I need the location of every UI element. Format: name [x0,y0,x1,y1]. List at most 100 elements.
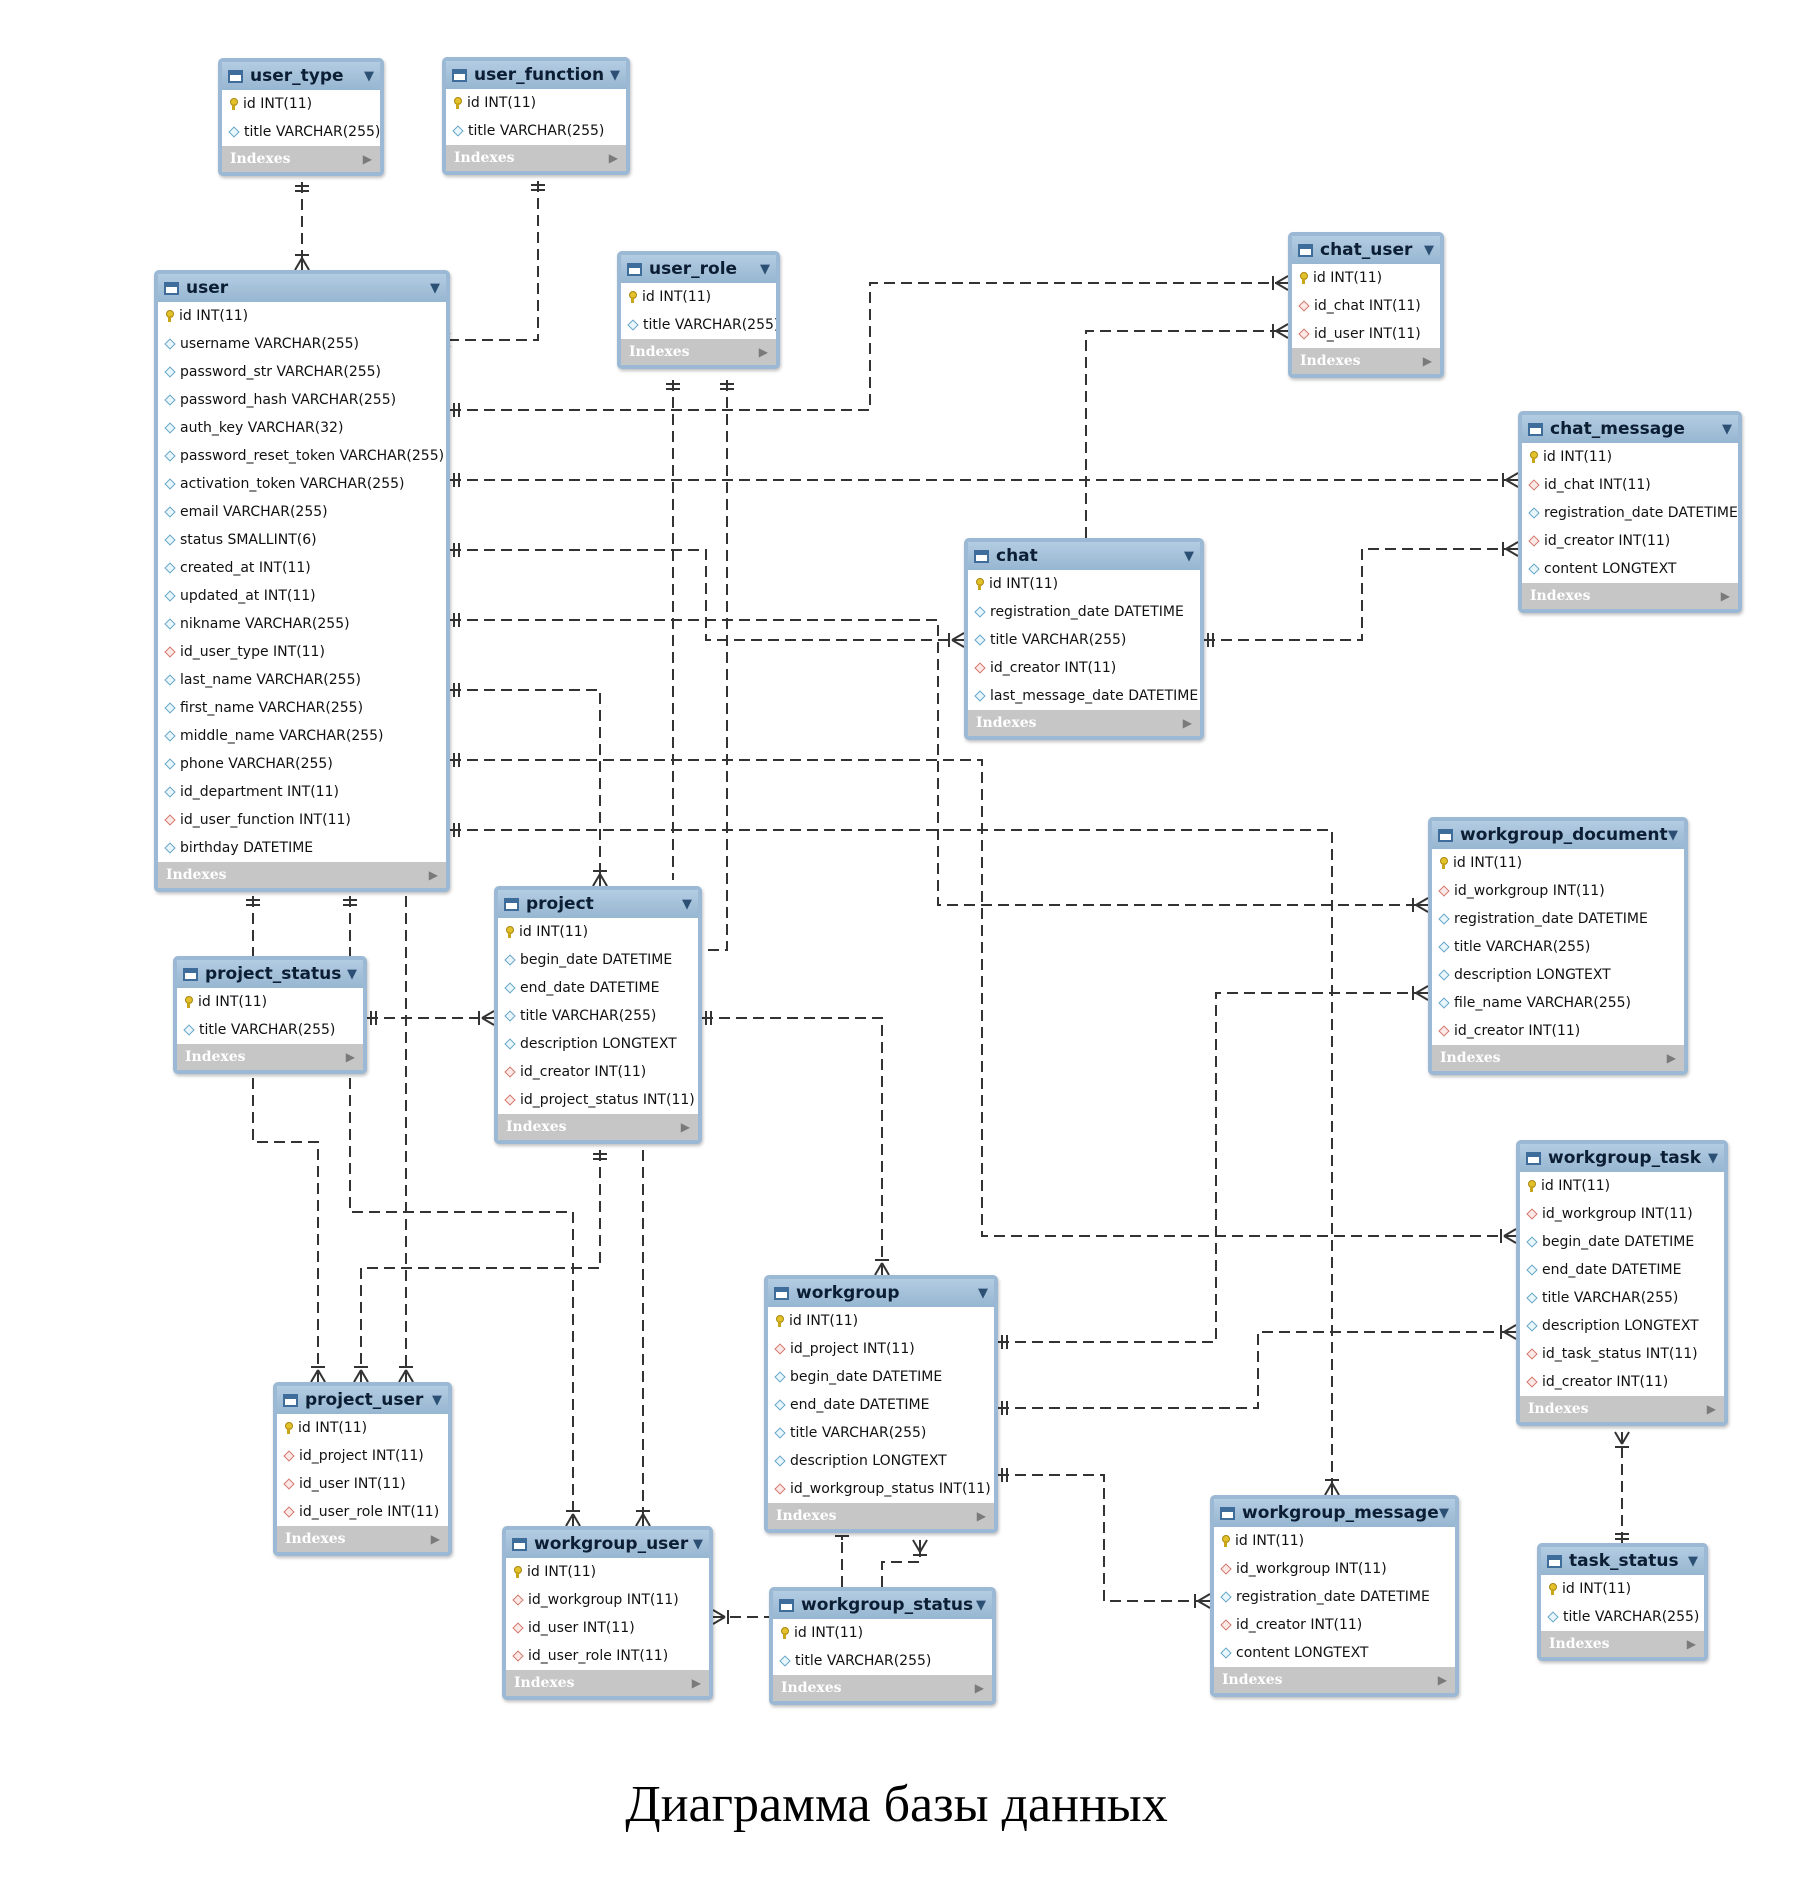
collapse-arrow-icon[interactable]: ▼ [347,966,357,982]
foreign-key-diamond-icon [1526,1376,1538,1388]
indexes-section[interactable]: Indexes▶ [968,710,1200,736]
indexes-section[interactable]: Indexes▶ [506,1670,709,1696]
expand-arrow-icon[interactable]: ▶ [680,1120,690,1134]
collapse-arrow-icon[interactable]: ▼ [1439,1505,1449,1521]
expand-arrow-icon[interactable]: ▶ [1666,1051,1676,1065]
expand-arrow-icon[interactable]: ▶ [1182,716,1192,730]
table-header[interactable]: user_type▼ [222,62,380,90]
table-header[interactable]: project_user▼ [277,1386,448,1414]
table-header[interactable]: workgroup_document▼ [1432,821,1684,849]
table-task-status[interactable]: task_status▼id INT(11)title VARCHAR(255)… [1537,1543,1708,1661]
collapse-arrow-icon[interactable]: ▼ [1668,827,1678,843]
collapse-arrow-icon[interactable]: ▼ [1722,421,1732,437]
indexes-section[interactable]: Indexes▶ [1541,1631,1704,1657]
expand-arrow-icon[interactable]: ▶ [430,1532,440,1546]
indexes-section[interactable]: Indexes▶ [1432,1045,1684,1071]
collapse-arrow-icon[interactable]: ▼ [693,1536,703,1552]
table-workgroup-user[interactable]: workgroup_user▼id INT(11)id_workgroup IN… [502,1526,713,1700]
table-chat[interactable]: chat▼id INT(11)registration_date DATETIM… [964,538,1204,740]
table-header[interactable]: user_role▼ [621,255,776,283]
collapse-arrow-icon[interactable]: ▼ [364,68,374,84]
many-marker [1503,1331,1517,1340]
expand-arrow-icon[interactable]: ▶ [1422,354,1432,368]
table-header[interactable]: user▼ [158,274,446,302]
collapse-arrow-icon[interactable]: ▼ [682,896,692,912]
expand-arrow-icon[interactable]: ▶ [974,1681,984,1695]
indexes-section[interactable]: Indexes▶ [768,1503,994,1529]
collapse-arrow-icon[interactable]: ▼ [1184,548,1194,564]
column-label: id INT(11) [794,1625,864,1641]
indexes-section[interactable]: Indexes▶ [446,145,626,171]
collapse-arrow-icon[interactable]: ▼ [976,1597,986,1613]
primary-key-icon [283,1422,293,1434]
table-header[interactable]: chat_user▼ [1292,236,1440,264]
table-header[interactable]: workgroup_user▼ [506,1530,709,1558]
expand-arrow-icon[interactable]: ▶ [345,1050,355,1064]
table-header[interactable]: project▼ [498,890,698,918]
collapse-arrow-icon[interactable]: ▼ [978,1285,988,1301]
table-header[interactable]: task_status▼ [1541,1547,1704,1575]
column-row: registration_date DATETIME [1522,499,1738,527]
table-user-role[interactable]: user_role▼id INT(11)title VARCHAR(255)In… [617,251,780,369]
table-header[interactable]: project_status▼ [177,960,363,988]
indexes-section[interactable]: Indexes▶ [1292,348,1440,374]
collapse-arrow-icon[interactable]: ▼ [610,67,620,83]
table-header[interactable]: chat▼ [968,542,1200,570]
collapse-arrow-icon[interactable]: ▼ [1424,242,1434,258]
indexes-section[interactable]: Indexes▶ [498,1114,698,1140]
table-header[interactable]: user_function▼ [446,61,626,89]
collapse-arrow-icon[interactable]: ▼ [760,261,770,277]
expand-arrow-icon[interactable]: ▶ [976,1509,986,1523]
column-label: title VARCHAR(255) [468,123,605,139]
table-workgroup-status[interactable]: workgroup_status▼id INT(11)title VARCHAR… [769,1587,996,1705]
table-user[interactable]: user▼id INT(11)username VARCHAR(255)pass… [154,270,450,892]
column-row: id_creator INT(11) [1214,1611,1455,1639]
expand-arrow-icon[interactable]: ▶ [428,868,438,882]
indexes-section[interactable]: Indexes▶ [158,862,446,888]
expand-arrow-icon[interactable]: ▶ [1720,589,1730,603]
table-chat-user[interactable]: chat_user▼id INT(11)id_chat INT(11)id_us… [1288,232,1444,378]
primary-key-icon [627,291,637,303]
column-label: id INT(11) [243,96,313,112]
expand-arrow-icon[interactable]: ▶ [362,152,372,166]
column-label: password_hash VARCHAR(255) [180,392,397,408]
expand-arrow-icon[interactable]: ▶ [1706,1402,1716,1416]
indexes-section[interactable]: Indexes▶ [773,1675,992,1701]
column-row: title VARCHAR(255) [968,626,1200,654]
indexes-section[interactable]: Indexes▶ [621,339,776,365]
table-project-status[interactable]: project_status▼id INT(11)title VARCHAR(2… [173,956,367,1074]
indexes-section[interactable]: Indexes▶ [1520,1396,1724,1422]
expand-arrow-icon[interactable]: ▶ [608,151,618,165]
column-label: id INT(11) [298,1420,368,1436]
table-user-function[interactable]: user_function▼id INT(11)title VARCHAR(25… [442,57,630,175]
table-workgroup-message[interactable]: workgroup_message▼id INT(11)id_workgroup… [1210,1495,1459,1697]
indexes-section[interactable]: Indexes▶ [277,1526,448,1552]
collapse-arrow-icon[interactable]: ▼ [1688,1553,1698,1569]
table-chat-message[interactable]: chat_message▼id INT(11)id_chat INT(11)re… [1518,411,1742,613]
indexes-section[interactable]: Indexes▶ [1522,583,1738,609]
table-project-user[interactable]: project_user▼id INT(11)id_project INT(11… [273,1382,452,1556]
expand-arrow-icon[interactable]: ▶ [758,345,768,359]
column-label: end_date DATETIME [520,980,660,996]
table-workgroup[interactable]: workgroup▼id INT(11)id_project INT(11)be… [764,1275,998,1533]
table-workgroup-document[interactable]: workgroup_document▼id INT(11)id_workgrou… [1428,817,1688,1075]
indexes-section[interactable]: Indexes▶ [177,1044,363,1070]
table-header[interactable]: workgroup_task▼ [1520,1144,1724,1172]
table-header[interactable]: chat_message▼ [1522,415,1738,443]
table-header[interactable]: workgroup▼ [768,1279,994,1307]
expand-arrow-icon[interactable]: ▶ [1686,1637,1696,1651]
collapse-arrow-icon[interactable]: ▼ [432,1392,442,1408]
column-label: created_at INT(11) [180,560,311,576]
expand-arrow-icon[interactable]: ▶ [691,1676,701,1690]
table-workgroup-task[interactable]: workgroup_task▼id INT(11)id_workgroup IN… [1516,1140,1728,1426]
table-header[interactable]: workgroup_status▼ [773,1591,992,1619]
indexes-section[interactable]: Indexes▶ [222,146,380,172]
table-user-type[interactable]: user_type▼id INT(11)title VARCHAR(255)In… [218,58,384,176]
many-marker [1197,1600,1211,1609]
collapse-arrow-icon[interactable]: ▼ [1708,1150,1718,1166]
indexes-section[interactable]: Indexes▶ [1214,1667,1455,1693]
table-header[interactable]: workgroup_message▼ [1214,1499,1455,1527]
expand-arrow-icon[interactable]: ▶ [1437,1673,1447,1687]
collapse-arrow-icon[interactable]: ▼ [430,280,440,296]
